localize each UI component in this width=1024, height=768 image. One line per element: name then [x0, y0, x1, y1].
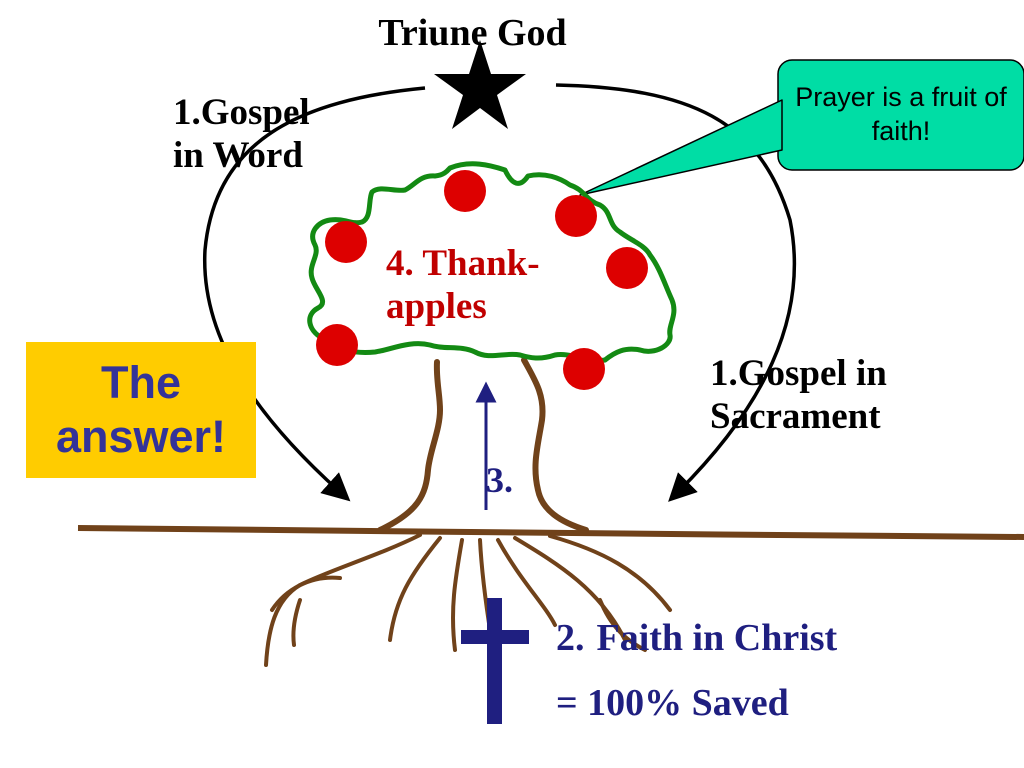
saved-label: = 100% Saved — [556, 682, 789, 724]
tree-foliage — [307, 161, 677, 364]
faith-in-christ-label: 2. Faith in Christ — [556, 617, 837, 661]
apple — [325, 221, 367, 263]
star-icon — [434, 40, 526, 129]
thank-apples-line-2: apples — [386, 285, 487, 327]
thank-apples-label: 4. Thank- apples — [386, 243, 540, 328]
faith-number: 2. — [556, 617, 585, 659]
thank-apples-line-1: 4. Thank- — [386, 243, 540, 284]
faith-text: Faith in Christ — [596, 617, 838, 659]
apple — [606, 247, 648, 289]
callout-text: Prayer is a fruit of faith! — [795, 82, 1007, 146]
gospel-word-arrow — [203, 86, 426, 502]
ground-line — [77, 525, 1024, 540]
step-3-label: 3. — [486, 460, 513, 500]
tree-trunk — [377, 357, 589, 533]
callout-bubble — [579, 59, 1024, 196]
answer-line-2: answer! — [55, 411, 227, 462]
gospel-sacrament-line-2: Sacrament — [710, 395, 881, 437]
gospel-sacrament-line-1: 1.Gospel in — [710, 353, 887, 394]
apple — [444, 170, 486, 212]
cross-icon — [461, 598, 529, 724]
answer-box: The answer! — [26, 342, 256, 478]
answer-line-1: The — [100, 357, 181, 408]
diagram-title: Triune God — [378, 12, 567, 54]
apple — [316, 324, 358, 366]
gospel-word-line-1: 1.Gospel — [173, 92, 310, 133]
gospel-word-line-2: in Word — [173, 134, 303, 176]
apple — [555, 195, 597, 237]
gospel-word-label: 1.Gospel in Word — [173, 92, 310, 177]
apple — [563, 348, 605, 390]
gospel-sacrament-arrow — [555, 83, 797, 502]
apples — [316, 170, 648, 390]
answer-text: The answer! — [56, 356, 226, 464]
gospel-sacrament-label: 1.Gospel in Sacrament — [710, 353, 887, 438]
tree-roots — [264, 533, 672, 667]
